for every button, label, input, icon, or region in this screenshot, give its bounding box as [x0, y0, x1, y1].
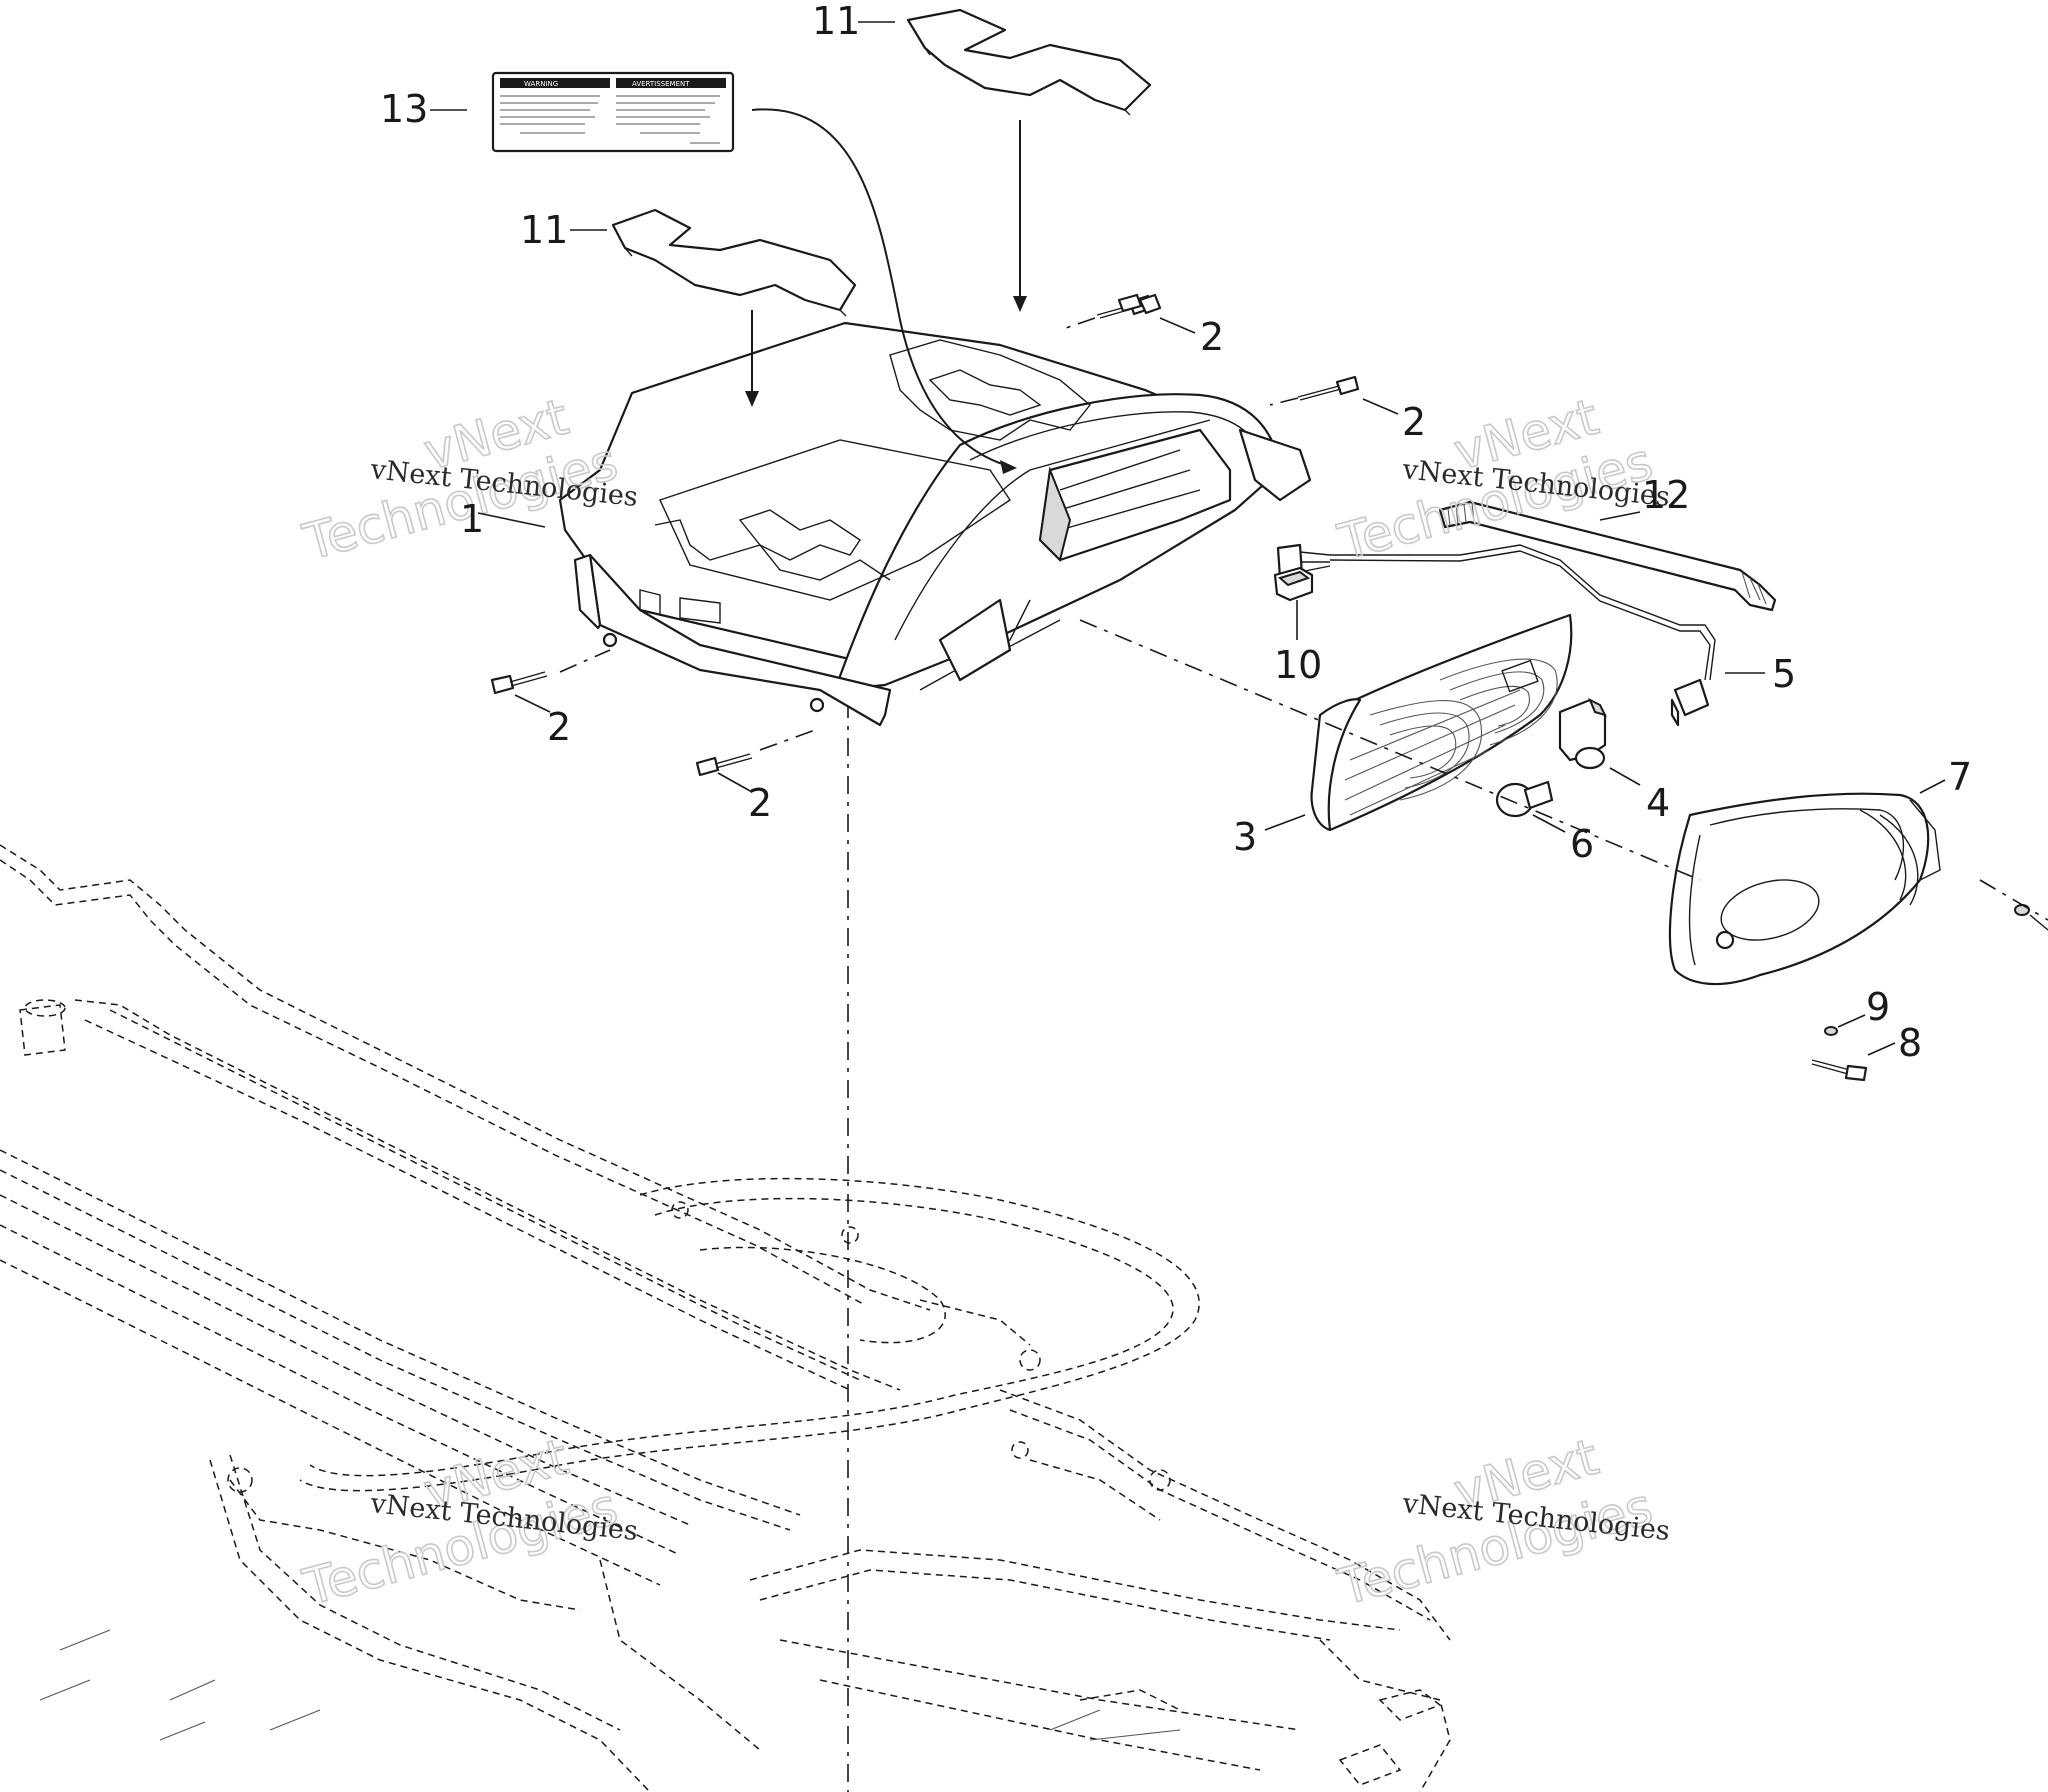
- chassis-frame-phantom: [0, 844, 1451, 1792]
- callout-2a: 2: [1200, 315, 1224, 359]
- callout-10: 10: [1274, 643, 1322, 687]
- lens-washer: [1824, 1026, 1838, 1036]
- decal-right-title: AVERTISSEMENT: [632, 80, 690, 88]
- grip-pad-upper: [906, 8, 1152, 116]
- callout-leaders: [430, 21, 1946, 1056]
- callout-8: 8: [1898, 1021, 1922, 1065]
- callout-labels: 1 2 2 2 2 3 4 5 6 7 8 9 10 11 11 12 13: [380, 0, 1972, 1065]
- alignment-axis-screw-center: [759, 729, 816, 751]
- rail-rivets: [39, 1629, 1181, 1741]
- lens-screw: [1811, 1059, 1868, 1082]
- tail-light-lens: [1668, 792, 1941, 986]
- alignment-axis-lens: [1979, 879, 2048, 921]
- cargo-rack-body: [558, 321, 1312, 727]
- callout-2c: 2: [547, 705, 571, 749]
- decal-text-lines: [500, 95, 720, 144]
- watermark-bottom-left: vNext Technologies vNext Technologies: [296, 1427, 639, 1618]
- grip-pad-lower: [611, 208, 857, 317]
- harness-connector: [1273, 566, 1314, 602]
- callout-9: 9: [1866, 985, 1890, 1029]
- callout-2d: 2: [748, 781, 772, 825]
- alignment-axis-screw-top: [1059, 317, 1096, 331]
- callout-4: 4: [1646, 781, 1670, 825]
- bulb-socket: [1558, 697, 1607, 770]
- decal-left-title: WARNING: [524, 80, 558, 88]
- callout-1: 1: [460, 497, 484, 541]
- callout-11a: 11: [812, 0, 860, 43]
- alignment-axis-screw-left: [559, 649, 611, 673]
- install-arrows: [745, 108, 1027, 474]
- callout-6: 6: [1570, 822, 1594, 866]
- screw-top: [1138, 293, 1162, 315]
- callout-12: 12: [1642, 473, 1690, 517]
- callout-7: 7: [1948, 755, 1972, 799]
- warning-decal: WARNING AVERTISSEMENT: [491, 71, 735, 153]
- alignment-axis-diagonal: [1079, 619, 1701, 881]
- light-bulb: [1495, 780, 1554, 818]
- tail-light-housing: [1310, 613, 1573, 832]
- callout-11b: 11: [520, 208, 568, 252]
- screw-top-left: [1117, 293, 1144, 313]
- screw-front-center: [695, 753, 753, 777]
- screw-rear: [1297, 375, 1360, 401]
- callout-2b: 2: [1402, 400, 1426, 444]
- callout-13: 13: [380, 87, 428, 131]
- watermark-bottom-right: vNext Technologies vNext Technologies: [1331, 1427, 1671, 1618]
- wiring-harness: [1276, 543, 1716, 727]
- screw-front-left: [490, 671, 548, 695]
- callout-3: 3: [1233, 815, 1257, 859]
- callout-5: 5: [1772, 652, 1796, 696]
- alignment-axis-screw-rear: [1269, 397, 1299, 406]
- lens-screw-far-right: [2014, 904, 2048, 931]
- grab-handle-rod: [1438, 500, 1777, 612]
